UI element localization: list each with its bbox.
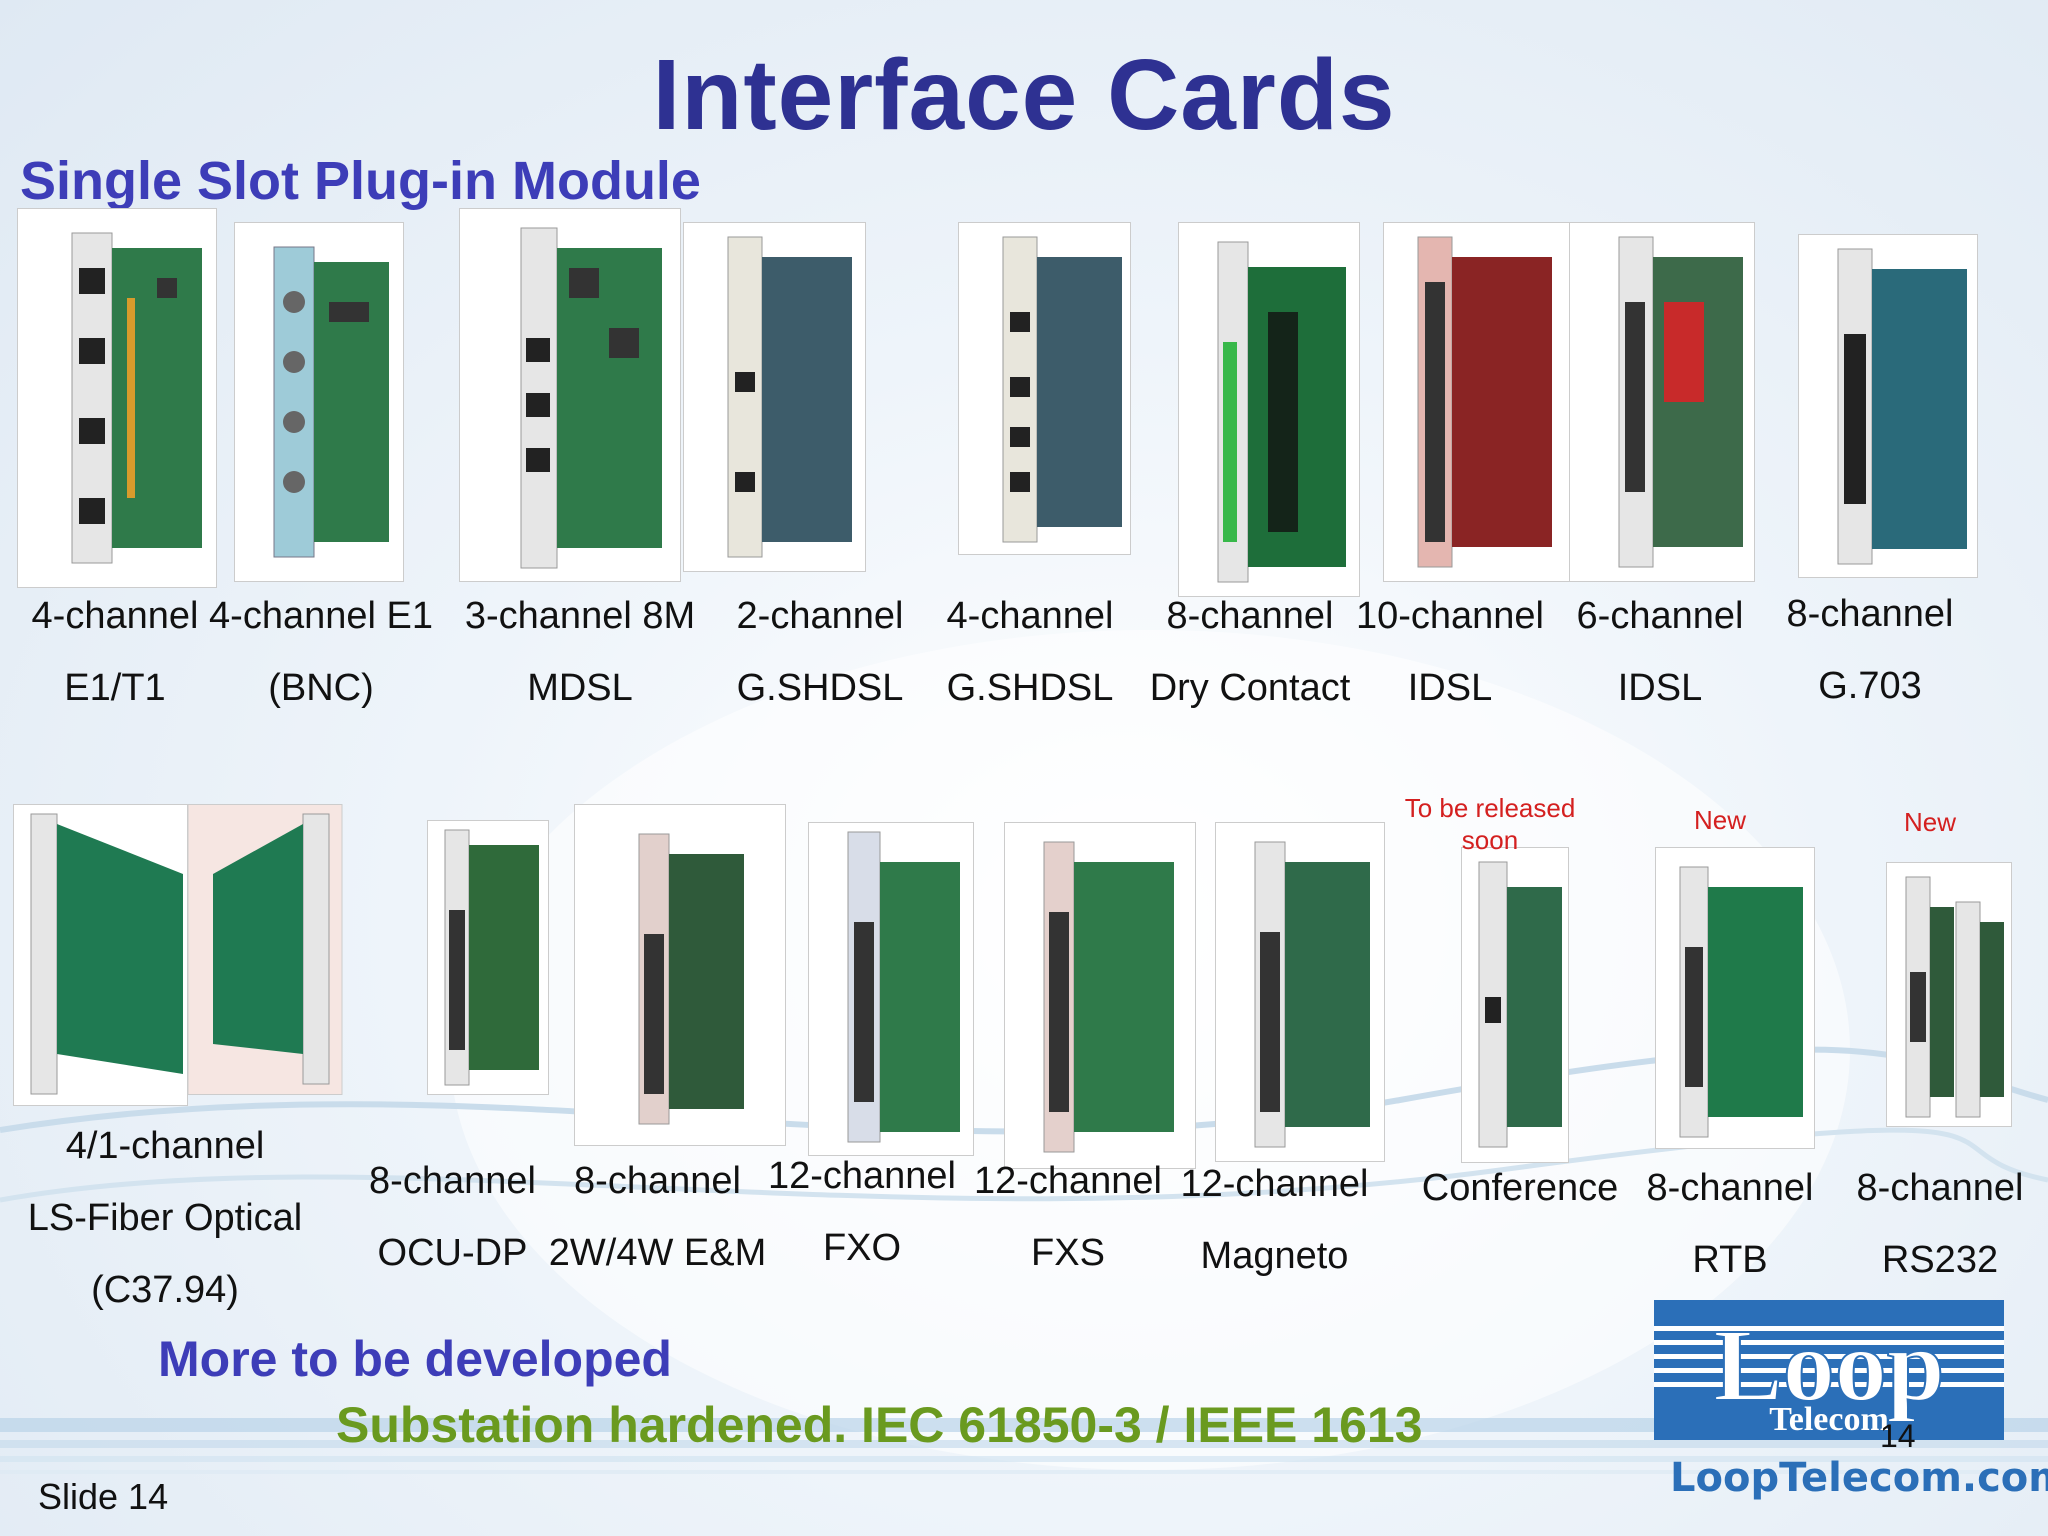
card-image-conference <box>1461 847 1569 1163</box>
caption-line: 3-channel 8M <box>464 595 696 637</box>
caption-line: IDSL <box>1617 667 1703 709</box>
card-image-fxo <box>808 822 974 1156</box>
caption-line: 10-channel <box>1355 595 1545 637</box>
card-image-mdsl <box>459 208 681 582</box>
caption-line: 6-channel <box>1576 595 1744 637</box>
caption-line: 4-channel E1 <box>209 595 433 637</box>
card-image-em <box>574 804 786 1146</box>
caption-line: IDSL <box>1407 667 1493 709</box>
caption-dry-contact: 8-channel Dry Contact <box>1140 580 1360 724</box>
caption-line: FXO <box>822 1227 902 1269</box>
card-image-rtb <box>1655 847 1815 1149</box>
caption-shdsl2: 2-channel G.SHDSL <box>715 580 925 724</box>
caption-ocu-dp: 8-channel OCU-DP <box>360 1145 545 1289</box>
caption-magneto: 12-channel Magneto <box>1172 1148 1377 1292</box>
caption-conference: Conference <box>1415 1152 1625 1224</box>
caption-fxs: 12-channel FXS <box>968 1145 1168 1289</box>
caption-line: LS-Fiber Optical <box>27 1197 303 1239</box>
caption-em: 8-channel 2W/4W E&M <box>545 1145 770 1289</box>
caption-line: 12-channel <box>767 1155 957 1197</box>
card-image-ocu-dp <box>427 820 549 1095</box>
card-image-fxs <box>1004 822 1196 1169</box>
card-image-e1t1 <box>17 208 217 588</box>
caption-line: 8-channel <box>369 1160 536 1202</box>
tag-line: New <box>1903 807 1956 837</box>
caption-mdsl: 3-channel 8M MDSL <box>455 580 705 724</box>
caption-line: 8-channel <box>1856 1167 2024 1209</box>
caption-idsl6: 6-channel IDSL <box>1560 580 1760 724</box>
card-image-shdsl4 <box>958 222 1131 555</box>
caption-line: G.SHDSL <box>946 667 1114 709</box>
logo-url: LoopTelecom.com <box>1670 1455 2048 1501</box>
caption-shdsl4: 4-channel G.SHDSL <box>930 580 1130 724</box>
tag-line: soon <box>1461 825 1519 855</box>
slide-subtitle: Single Slot Plug-in Module <box>20 151 701 211</box>
caption-line: OCU-DP <box>377 1232 528 1274</box>
card-image-idsl10 <box>1383 222 1573 582</box>
caption-e1-bnc: 4-channel E1 (BNC) <box>206 580 436 724</box>
tag-new-rs232: New <box>1880 806 1980 838</box>
card-image-e1-bnc <box>234 222 404 582</box>
caption-line: 2-channel <box>736 595 904 637</box>
card-image-magneto <box>1215 822 1385 1162</box>
logo-brand-top: Loop <box>1713 1308 1944 1423</box>
caption-line: Conference <box>1421 1167 1619 1209</box>
slide-title: Interface Cards <box>652 39 1396 151</box>
caption-line: RS232 <box>1881 1239 1999 1281</box>
caption-line: 12-channel <box>1180 1163 1369 1205</box>
caption-e1t1: 4-channel E1/T1 <box>15 580 215 724</box>
caption-line: MDSL <box>527 667 633 709</box>
caption-line: 8-channel <box>574 1160 741 1202</box>
caption-rs232: 8-channel RS232 <box>1840 1152 2040 1296</box>
loop-telecom-logo: Loop Telecom <box>1654 1300 2004 1440</box>
card-image-rs232 <box>1886 862 2012 1127</box>
card-image-dry-contact <box>1178 222 1360 597</box>
tag-line: New <box>1693 805 1746 835</box>
page-number: 14 <box>1880 1418 1916 1454</box>
caption-line: 4/1-channel <box>65 1125 265 1167</box>
tag-new-rtb: New <box>1670 804 1770 836</box>
caption-line: (BNC) <box>268 667 374 709</box>
caption-idsl10: 10-channel IDSL <box>1350 580 1550 724</box>
substation-note: Substation hardened. IEC 61850-3 / IEEE … <box>336 1397 1423 1453</box>
caption-line: Dry Contact <box>1149 667 1351 709</box>
slide-label: Slide 14 <box>38 1476 169 1517</box>
more-note: More to be developed <box>158 1331 672 1387</box>
caption-line: 4-channel <box>946 595 1114 637</box>
caption-line: (C37.94) <box>91 1269 239 1311</box>
card-image-idsl6 <box>1569 222 1755 582</box>
caption-line: 4-channel <box>31 595 199 637</box>
logo-brand-bottom: Telecom <box>1769 1401 1889 1438</box>
tag-to-be-released: To be released soon <box>1390 792 1590 856</box>
caption-line: E1/T1 <box>64 667 166 709</box>
tag-line: To be released <box>1404 793 1576 823</box>
caption-line: G.703 <box>1818 665 1922 707</box>
caption-line: 8-channel <box>1646 1167 1814 1209</box>
caption-line: RTB <box>1692 1239 1768 1281</box>
card-image-ls-fiber <box>13 804 343 1106</box>
caption-line: FXS <box>1031 1232 1105 1274</box>
caption-ls-fiber: 4/1-channel LS-Fiber Optical (C37.94) <box>15 1110 315 1326</box>
caption-line: 8-channel <box>1166 595 1334 637</box>
caption-fxo: 12-channel FXO <box>762 1140 962 1284</box>
caption-line: G.SHDSL <box>736 667 904 709</box>
caption-line: 2W/4W E&M <box>548 1232 767 1274</box>
caption-rtb: 8-channel RTB <box>1630 1152 1830 1296</box>
caption-line: Magneto <box>1200 1235 1349 1277</box>
caption-line: 8-channel <box>1786 593 1954 635</box>
card-image-g703 <box>1798 234 1978 578</box>
caption-g703: 8-channel G.703 <box>1770 578 1970 722</box>
caption-line: 12-channel <box>973 1160 1163 1202</box>
card-image-shdsl2 <box>683 222 866 572</box>
